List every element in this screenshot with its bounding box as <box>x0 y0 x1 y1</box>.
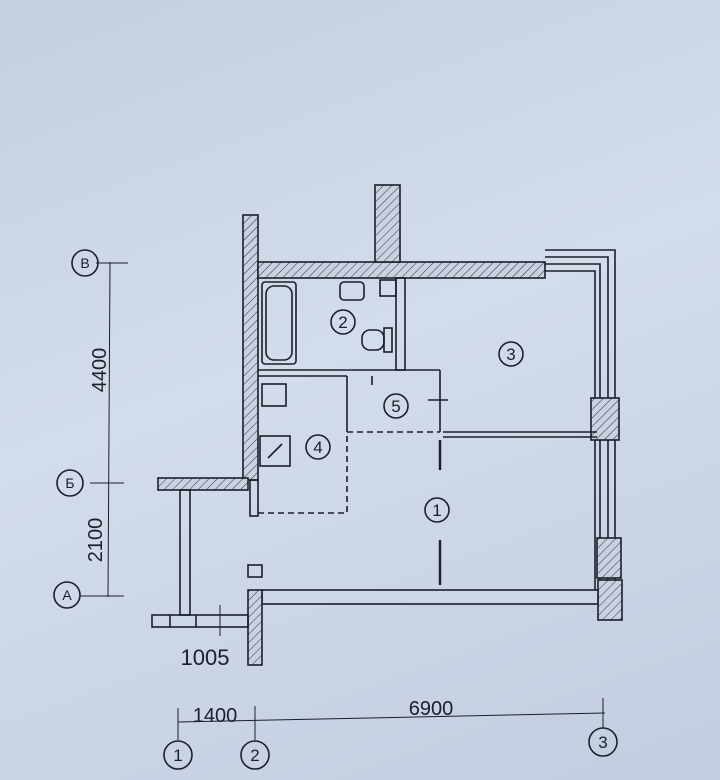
bathtub-icon <box>261 281 297 365</box>
wall-left <box>242 214 259 481</box>
room-1-label: 1 <box>432 501 441 520</box>
dim-2100: 2100 <box>85 518 107 563</box>
balcony-wall-top <box>157 477 249 491</box>
room-5-label: 5 <box>391 397 400 416</box>
wall-chimney <box>374 184 401 263</box>
wall-bottom <box>261 589 599 605</box>
window-pier-3 <box>597 579 623 621</box>
axis-label-1: 1 <box>173 746 182 765</box>
axis-marker-b <box>56 469 84 497</box>
partition-bath <box>395 277 406 371</box>
axis-label-b: Б <box>65 475 74 491</box>
axis-marker-a <box>53 581 81 609</box>
balcony-wall-side <box>179 489 191 616</box>
wall-bottom-left <box>247 589 263 666</box>
room-3-label: 3 <box>506 345 515 364</box>
room-2-label: 2 <box>338 313 347 332</box>
axis-marker-2 <box>240 740 270 770</box>
dim-1005: 1005 <box>181 645 230 670</box>
axis-marker-1 <box>163 740 193 770</box>
axis-label-v: В <box>80 255 89 271</box>
dim-6900: 6900 <box>409 698 454 720</box>
balcony-slab <box>151 614 249 628</box>
room-4-label: 4 <box>313 438 322 457</box>
toilet-icon <box>361 329 385 351</box>
axis-marker-v <box>71 249 99 277</box>
stove-icon <box>259 435 291 467</box>
axis-marker-3 <box>588 727 618 757</box>
axis-label-2: 2 <box>250 746 259 765</box>
window-pier-1 <box>590 397 620 441</box>
kitchen-sink-icon <box>261 383 287 407</box>
dim-1400: 1400 <box>193 705 238 727</box>
wall-right-exterior <box>545 249 616 620</box>
window-pier-2 <box>596 537 622 579</box>
axis-label-3: 3 <box>598 733 607 752</box>
sink-icon <box>339 281 365 301</box>
dim-4400: 4400 <box>89 348 111 393</box>
wall-top <box>257 261 546 279</box>
axis-label-a: А <box>62 587 72 603</box>
wall-corridor-stub <box>247 564 263 578</box>
